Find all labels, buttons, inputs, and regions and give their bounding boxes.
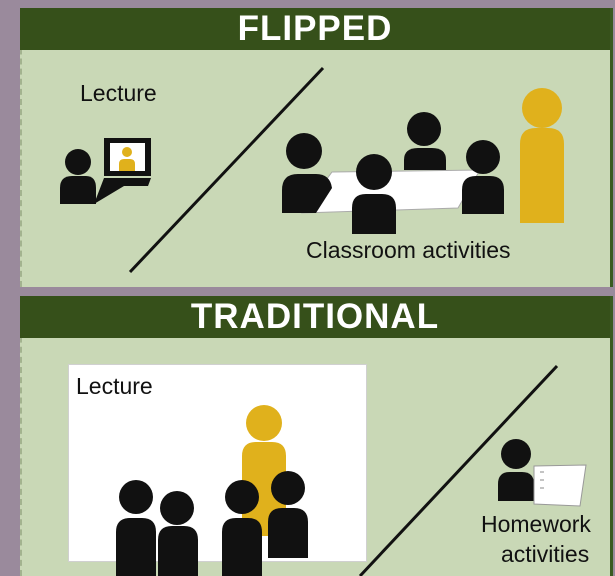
flipped-illustration — [60, 66, 564, 274]
homework-label-line1: Homework — [481, 511, 591, 537]
laptop-icon — [94, 138, 151, 204]
person-icon — [268, 471, 308, 558]
flipped-lecture-label: Lecture — [80, 80, 157, 106]
person-icon — [222, 480, 262, 576]
divider-line — [358, 364, 559, 576]
flipped-title: FLIPPED — [20, 8, 610, 50]
worksheet-icon — [533, 464, 587, 507]
flipped-panel: FLIPPED Lecture Classroom activities — [20, 8, 613, 287]
person-icon — [116, 480, 156, 576]
teacher-icon — [520, 88, 564, 223]
divider-line — [128, 66, 325, 274]
traditional-illustration — [116, 364, 587, 576]
traditional-lecture-label: Lecture — [76, 373, 153, 399]
homework-label-line2: activities — [501, 541, 590, 567]
person-icon — [60, 149, 96, 204]
person-icon — [282, 133, 332, 213]
flipped-activities-label: Classroom activities — [306, 237, 511, 263]
traditional-title: TRADITIONAL — [20, 296, 610, 338]
person-icon — [498, 439, 534, 501]
person-icon — [158, 491, 198, 576]
traditional-panel: TRADITIONAL Lecture Homework activities — [20, 296, 613, 576]
person-icon — [462, 140, 504, 214]
person-icon — [404, 112, 446, 170]
person-icon — [352, 154, 396, 234]
